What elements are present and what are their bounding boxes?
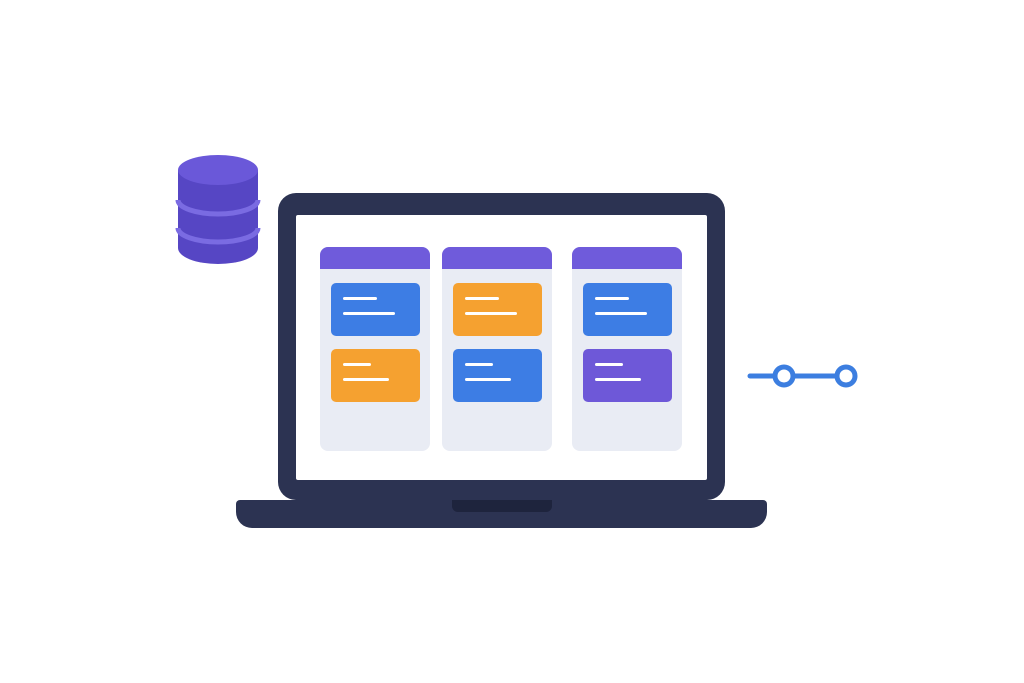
connector-node-right	[834, 364, 858, 388]
database-band-lower	[175, 227, 261, 245]
card-text-placeholder	[595, 378, 641, 381]
database-band-upper	[175, 199, 261, 217]
connector-icon	[747, 364, 858, 388]
kanban-card[interactable]	[453, 349, 542, 402]
kanban-card[interactable]	[583, 283, 672, 336]
connector-node-left	[772, 364, 796, 388]
card-title-placeholder	[343, 363, 371, 366]
kanban-column	[320, 247, 430, 451]
database-icon	[175, 155, 261, 264]
kanban-card[interactable]	[331, 283, 420, 336]
column-header	[572, 247, 682, 269]
kanban-card[interactable]	[331, 349, 420, 402]
card-text-placeholder	[343, 312, 395, 315]
database-top	[178, 155, 258, 185]
card-title-placeholder	[343, 297, 377, 300]
column-header	[442, 247, 552, 269]
card-text-placeholder	[465, 312, 517, 315]
card-text-placeholder	[343, 378, 389, 381]
laptop-screen	[296, 215, 707, 480]
kanban-column	[572, 247, 682, 451]
card-title-placeholder	[465, 363, 493, 366]
card-title-placeholder	[595, 297, 629, 300]
column-header	[320, 247, 430, 269]
kanban-card[interactable]	[453, 283, 542, 336]
card-title-placeholder	[465, 297, 499, 300]
laptop-notch	[452, 500, 552, 512]
kanban-card[interactable]	[583, 349, 672, 402]
kanban-column	[442, 247, 552, 451]
card-text-placeholder	[595, 312, 647, 315]
card-text-placeholder	[465, 378, 511, 381]
card-title-placeholder	[595, 363, 623, 366]
